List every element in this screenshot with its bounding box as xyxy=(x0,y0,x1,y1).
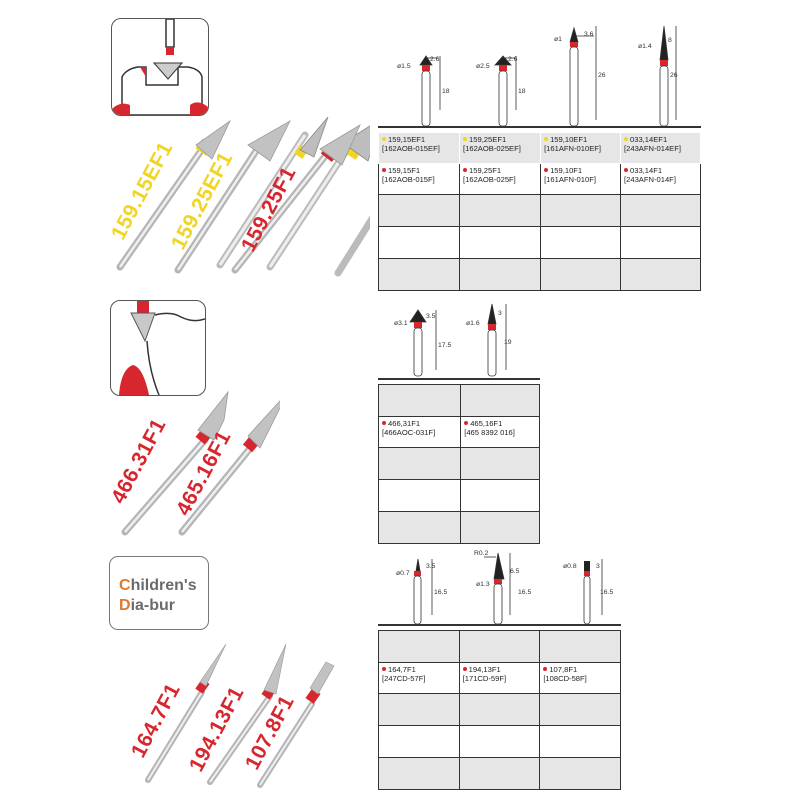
table-row-header xyxy=(378,630,621,663)
table-row-f: 159,15F1[162AOB-015F] 159,25F1[162AOB-02… xyxy=(377,163,701,195)
dim-159-15-h: 18 xyxy=(442,88,450,95)
tooth-diagram-icon-2 xyxy=(110,300,206,396)
table-row-empty xyxy=(377,226,701,259)
table-row-empty xyxy=(377,447,540,480)
kids-title-initial: C xyxy=(119,577,131,594)
table-row-empty xyxy=(378,725,621,758)
dimension-drawings-1 xyxy=(419,25,677,127)
dim-194-13-h: 16.5 xyxy=(518,589,532,596)
cell-159-15F1: 159,15F1[162AOB-015F] xyxy=(377,163,461,195)
table-rule-3 xyxy=(378,624,621,626)
childrens-dia-bur-badge: Children's Dia-bur xyxy=(109,556,209,630)
dim-466-31-h: 17.5 xyxy=(438,342,452,349)
dim-164-7-h: 16.5 xyxy=(434,589,448,596)
dim-drawing-033-14 xyxy=(659,25,677,127)
cell-466-31F1: 466,31F1[466AOC-031F] xyxy=(377,416,462,448)
dim-465-16-w: 3 xyxy=(498,310,502,317)
dim-107-8-d: ø0.8 xyxy=(563,563,577,570)
cell-159-25EF1: 159,25EF1[162AOB-025EF] xyxy=(459,132,542,164)
dim-drawing-159-15 xyxy=(419,55,441,127)
table-rule-2 xyxy=(378,378,540,380)
bur-photo-group-2 xyxy=(121,390,280,536)
dim-drawing-164-7 xyxy=(413,558,433,625)
kids-title-rest: hildren's xyxy=(130,577,197,594)
kids-sub-rest: ia-bur xyxy=(130,597,176,614)
dimension-drawings-2 xyxy=(409,303,507,377)
bur-159-15EF1 xyxy=(216,116,329,269)
cell-159-10F1: 159,10F1[161AFN-010F] xyxy=(540,163,622,195)
dim-159-10-d: ø1 xyxy=(554,36,562,43)
dim-465-16-h: 19 xyxy=(504,339,512,346)
dim-159-25-d: ø2.5 xyxy=(476,63,490,70)
dim-194-13-w: 6.5 xyxy=(510,568,520,575)
cell-164-7F1: 164,7F1[247CD-57F] xyxy=(378,662,460,694)
tooth-crown-prep-icon xyxy=(112,19,208,115)
bur-photo-group-3 xyxy=(145,643,335,788)
cell-033-14F1: 033,14F1[243AFN-014F] xyxy=(620,163,701,195)
cell-159-10EF1: 159,10EF1[161AFN-010EF] xyxy=(540,132,622,164)
table-row-empty xyxy=(377,194,701,227)
dim-194-13-r: R0.2 xyxy=(474,550,489,557)
dim-159-15-w: 2.6 xyxy=(430,56,440,63)
table-row-empty xyxy=(377,258,701,291)
dim-159-15-d: ø1.5 xyxy=(397,63,411,70)
table-row-empty xyxy=(378,693,621,726)
spec-table-3: 164,7F1[247CD-57F] 194,13F1[171CD-59F] 1… xyxy=(378,630,621,790)
table-row-ef: 159,15EF1[162AOB-015EF] 159,25EF1[162AOB… xyxy=(377,132,701,164)
dim-drawing-159-10 xyxy=(569,26,597,127)
dim-033-14-w: 8 xyxy=(668,37,672,44)
bur-159-25EF1 xyxy=(266,125,370,271)
gum-margin-prep-icon xyxy=(119,301,205,395)
cell-194-13F1: 194,13F1[171CD-59F] xyxy=(458,662,541,694)
dim-159-25-h: 18 xyxy=(518,88,526,95)
cell-033-14EF1: 033,14EF1[243AFN-014EF] xyxy=(620,132,701,164)
spec-table-2: 466,31F1[466AOC-031F] 465,16F1[465 8392 … xyxy=(377,384,540,544)
cell-465-16F1: 465,16F1[465 8392 016] xyxy=(460,416,540,448)
dim-465-16-d: ø1.6 xyxy=(466,320,480,327)
table-row-header xyxy=(377,384,540,417)
dim-drawing-466-31 xyxy=(409,309,437,377)
dim-159-10-w: 3.6 xyxy=(584,31,594,38)
tooth-diagram-icon-1 xyxy=(111,18,209,116)
dim-drawing-159-25 xyxy=(494,55,517,127)
table-rule-1 xyxy=(378,126,701,128)
spec-table-1: 159,15EF1[162AOB-015EF] 159,25EF1[162AOB… xyxy=(377,132,701,291)
bur-photo-group-1b xyxy=(116,119,361,274)
bur-photo-group-1 xyxy=(216,116,370,277)
dim-107-8-w: 3 xyxy=(596,563,600,570)
dim-159-10-h: 26 xyxy=(598,72,606,79)
table-row-empty xyxy=(378,757,621,790)
dim-drawing-465-16 xyxy=(487,303,507,377)
dim-033-14-h: 26 xyxy=(670,72,678,79)
dim-drawing-194-13 xyxy=(484,552,511,625)
cell-159-25F1: 159,25F1[162AOB-025F] xyxy=(459,163,542,195)
dim-107-8-h: 16.5 xyxy=(600,589,614,596)
cell-107-8F1: 107,8F1[108CD-58F] xyxy=(539,662,621,694)
kids-sub-initial: D xyxy=(119,597,131,614)
dim-466-31-w: 3.5 xyxy=(426,313,436,320)
table-row-f: 164,7F1[247CD-57F] 194,13F1[171CD-59F] 1… xyxy=(378,662,621,694)
bur-159-25F1 xyxy=(334,215,370,277)
dimension-drawings-3 xyxy=(413,552,603,625)
table-row-f: 466,31F1[466AOC-031F] 465,16F1[465 8392 … xyxy=(377,416,540,448)
dim-033-14-d: ø1.4 xyxy=(638,43,652,50)
cell-159-15EF1: 159,15EF1[162AOB-015EF] xyxy=(377,132,461,164)
dim-164-7-d: ø0.7 xyxy=(396,570,410,577)
dim-466-31-d: ø3.1 xyxy=(394,320,408,327)
dim-194-13-d: ø1.3 xyxy=(476,581,490,588)
table-row-empty xyxy=(377,479,540,512)
dim-159-25-w: 2.6 xyxy=(508,56,518,63)
dim-164-7-w: 3.5 xyxy=(426,563,436,570)
table-row-empty xyxy=(377,511,540,544)
